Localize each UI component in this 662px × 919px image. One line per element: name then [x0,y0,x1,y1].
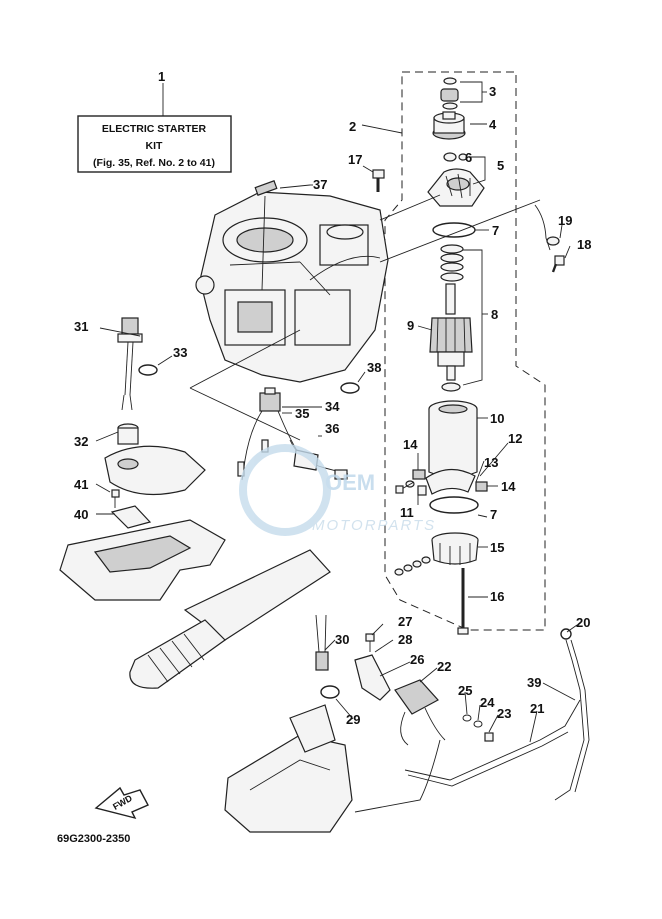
callout-26: 26 [410,652,424,667]
bolt-11 [395,481,415,494]
callout-16: 16 [490,589,504,604]
kit-subtitle: KIT [146,140,164,152]
callout-14-left: 14 [403,437,418,452]
callout-11: 11 [400,505,414,520]
starter-yoke [428,400,478,478]
callout-24: 24 [480,695,495,710]
callout-22: 22 [437,659,451,674]
callout-34: 34 [325,399,340,414]
clamp-29 [320,685,340,699]
callout-35: 35 [295,406,309,421]
callout-31: 31 [74,319,88,334]
callout-7-bottom: 7 [490,507,497,522]
callout-4: 4 [489,117,497,132]
callout-38: 38 [367,360,381,375]
callout-30: 30 [335,632,349,647]
tiller-handle [129,549,331,689]
callout-23: 23 [497,706,511,721]
callout-27: 27 [398,614,412,629]
cap-37 [254,180,278,196]
o-ring-bottom [429,496,479,514]
terminal-lead-19 [534,204,560,251]
watermark-text: MOTORPARTS [312,517,436,534]
bracket-40 [110,505,152,529]
callout-21: 21 [530,701,544,716]
bolt-27 [365,633,375,652]
washer-24 [473,720,483,728]
bracket-plate [289,704,336,753]
callout-37: 37 [313,177,327,192]
main-switch-31 [117,317,143,411]
bracket-26 [354,654,391,701]
steering-bracket [59,519,226,601]
callout-5: 5 [497,158,504,173]
callout-13: 13 [484,455,498,470]
callout-20: 20 [576,615,590,630]
callout-17: 17 [348,152,362,167]
starter-collar [443,152,468,162]
fwd-arrow-icon: FWD [94,786,149,820]
callout-33: 33 [173,345,187,360]
callout-28: 28 [398,632,412,647]
watermark: OEM MOTORPARTS [239,444,436,536]
engine-block [195,191,389,383]
kit-title: ELECTRIC STARTER [102,123,207,135]
rectifier-22 [394,679,446,746]
callout-numbers: 2 3 4 5 6 7 7 8 9 10 11 12 13 14 14 15 1… [74,84,591,727]
clamp-38 [340,382,360,394]
washer-stack [440,244,464,282]
callout-19: 19 [558,213,572,228]
o-ring-top [432,222,476,238]
callout-25: 25 [458,683,472,698]
callout-6: 6 [465,150,472,165]
callout-7-top: 7 [492,223,499,238]
brush-holder-assembly [405,468,488,496]
sensor-30 [315,614,329,671]
callout-12: 12 [508,431,522,446]
callout-15: 15 [490,540,504,555]
battery-cable-20 [554,628,590,801]
callout-41: 41 [74,477,88,492]
starter-pinion-gear [432,111,466,140]
battery-cable-21 [354,699,581,813]
bottom-cowling-bracket [104,445,206,496]
small-washer-row [394,556,431,576]
callout-39: 39 [527,675,541,690]
grommet-32 [117,423,139,445]
callout-18: 18 [577,237,591,252]
watermark-logo: OEM [325,470,375,495]
callout-9: 9 [407,318,414,333]
callout-36: 36 [325,421,339,436]
starter-pinion-stopper [440,77,459,110]
callout-8: 8 [491,307,498,322]
leader-lines [95,81,578,743]
bolt-23 [484,732,494,742]
callout-40: 40 [74,507,88,522]
callout-10: 10 [490,411,504,426]
kit-reference: (Fig. 35, Ref. No. 2 to 41) [93,157,215,169]
bolt-18 [551,255,565,273]
starter-armature [429,283,473,392]
washer-25 [462,714,472,722]
callout-2: 2 [349,119,356,134]
callout-1: 1 [158,69,165,84]
lower-cowling [224,734,353,833]
starter-bracket [427,168,485,207]
clamp-33 [138,364,158,376]
diagram-code: 69G2300-2350 [57,833,130,845]
callout-32: 32 [74,434,88,449]
callout-3: 3 [489,84,496,99]
starter-end-cover [431,532,479,565]
callout-14-right: 14 [501,479,516,494]
callout-29: 29 [346,712,360,727]
through-bolt [457,568,469,635]
screw-41 [111,489,120,508]
bolt-17 [372,169,385,192]
kit-label-box: ELECTRIC STARTER KIT (Fig. 35, Ref. No. … [77,115,232,173]
